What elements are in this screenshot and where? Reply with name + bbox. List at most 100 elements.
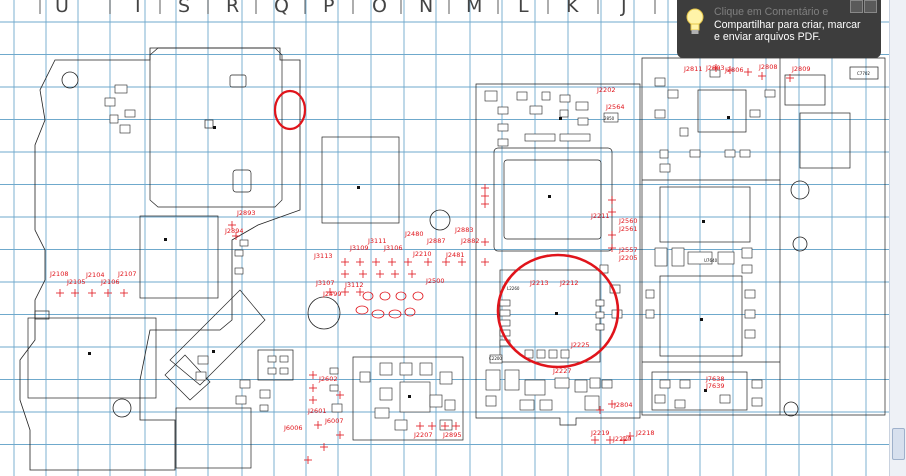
smd-part	[744, 309, 756, 319]
smd-part	[497, 138, 509, 147]
smd-part	[599, 264, 609, 274]
smd-part	[497, 106, 509, 115]
tooltip-text: Clique em Comentário e Compartilhar para…	[714, 6, 874, 44]
smd-part	[329, 367, 339, 375]
smd-part	[119, 124, 131, 134]
smd-part	[674, 399, 686, 409]
smd-part	[484, 90, 498, 102]
smd-part	[744, 289, 756, 299]
label-j2211: J2211	[590, 212, 609, 220]
label-j2481: J2481	[445, 251, 464, 259]
smd-part	[559, 109, 569, 118]
smd-part	[499, 309, 511, 317]
smd-part	[654, 77, 666, 87]
chip-marker	[702, 220, 705, 223]
label-j2212: J2212	[559, 279, 578, 287]
lightbulb-icon	[686, 8, 704, 34]
smd-part	[239, 379, 251, 389]
smd-part	[374, 407, 390, 419]
smd-part	[559, 94, 571, 103]
column-label-o: O	[372, 0, 387, 17]
tooltip-line-3: e enviar arquivos PDF.	[714, 31, 821, 43]
label-j2227: J2227	[552, 367, 571, 375]
smd-part	[329, 384, 339, 392]
smd-part	[499, 299, 511, 307]
highlight-circle-large	[496, 253, 620, 369]
smd-part	[485, 369, 501, 391]
smd-part	[709, 69, 721, 78]
smd-part	[279, 367, 289, 375]
tooltip-pin-button[interactable]	[850, 0, 863, 13]
smd-part	[741, 264, 753, 274]
label-j2205: J2205	[618, 254, 637, 262]
label-j2225: J2225	[570, 341, 589, 349]
test-point-labels: J2202 J2564 J2803 J2808 J2809 J2811 J289…	[49, 63, 810, 443]
smd-part	[524, 379, 546, 396]
chip-marker	[212, 350, 215, 353]
smd-part	[654, 394, 666, 404]
smd-part	[764, 89, 776, 98]
label-j2104: J2104	[85, 271, 104, 279]
tooltip-link[interactable]: Clique em Comentário e	[714, 6, 829, 18]
label-j2806: J2806	[724, 66, 743, 74]
smd-part	[429, 394, 443, 408]
column-label-t: T	[131, 0, 144, 17]
label-j3113: J3113	[313, 252, 332, 260]
vertical-scrollbar[interactable]	[889, 0, 906, 476]
smd-part	[724, 149, 736, 158]
label-j2804: J2804	[613, 401, 632, 409]
smd-part	[603, 112, 619, 123]
label-j2895: J2895	[442, 431, 461, 439]
label-j2480: J2480	[404, 230, 423, 238]
smd-part	[667, 89, 679, 99]
comment-share-tooltip[interactable]: Clique em Comentário e Compartilhar para…	[677, 0, 881, 58]
smd-part	[584, 395, 600, 411]
smd-part	[267, 367, 277, 375]
column-label-p: P	[323, 0, 334, 17]
smd-components	[88, 69, 776, 431]
label-j6007: J6007	[324, 417, 343, 425]
smd-part	[489, 354, 503, 364]
label-j2602: J2602	[318, 375, 337, 383]
label-j2207: J2207	[413, 431, 432, 439]
label-j2107: J2107	[117, 270, 136, 278]
column-label-s: S	[178, 0, 190, 17]
smd-part	[419, 362, 433, 376]
label-j2557: J2557	[618, 246, 637, 254]
smd-part	[524, 133, 556, 142]
column-label-m: M	[466, 0, 482, 17]
smd-part	[645, 309, 655, 319]
label-j2219: J2219	[590, 429, 609, 437]
chip-marker	[357, 186, 360, 189]
label-j2106: J2106	[100, 278, 119, 286]
smd-part	[654, 247, 668, 267]
tooltip-close-button[interactable]	[864, 0, 877, 13]
label-j2202: J2202	[596, 86, 615, 94]
smd-part	[717, 251, 735, 265]
smd-part	[541, 91, 551, 101]
handwritten-pin-numbers	[355, 291, 424, 319]
label-j2564: J2564	[605, 103, 624, 111]
test-point-markers	[56, 64, 794, 464]
smd-part	[279, 355, 289, 363]
label-j3111: J3111	[367, 237, 386, 245]
smd-part	[399, 381, 431, 413]
label-j2108: J2108	[49, 270, 68, 278]
column-label-u: U	[55, 0, 69, 17]
component-outlines	[27, 57, 886, 469]
label-j2809: J2809	[791, 65, 810, 73]
label-j7638: J7638	[705, 375, 724, 383]
smd-part	[741, 247, 753, 259]
smd-part	[439, 371, 453, 385]
smd-part	[659, 379, 671, 389]
component-label-l2260: L2260	[507, 286, 520, 291]
board-outline	[19, 47, 810, 471]
column-label-k: K	[566, 0, 579, 17]
label-j3107: J3107	[315, 279, 334, 287]
smd-part	[259, 389, 271, 399]
smd-part	[379, 387, 393, 401]
column-label-l: L	[518, 0, 529, 17]
scrollbar-thumb[interactable]	[892, 428, 905, 460]
smd-part	[687, 251, 713, 265]
